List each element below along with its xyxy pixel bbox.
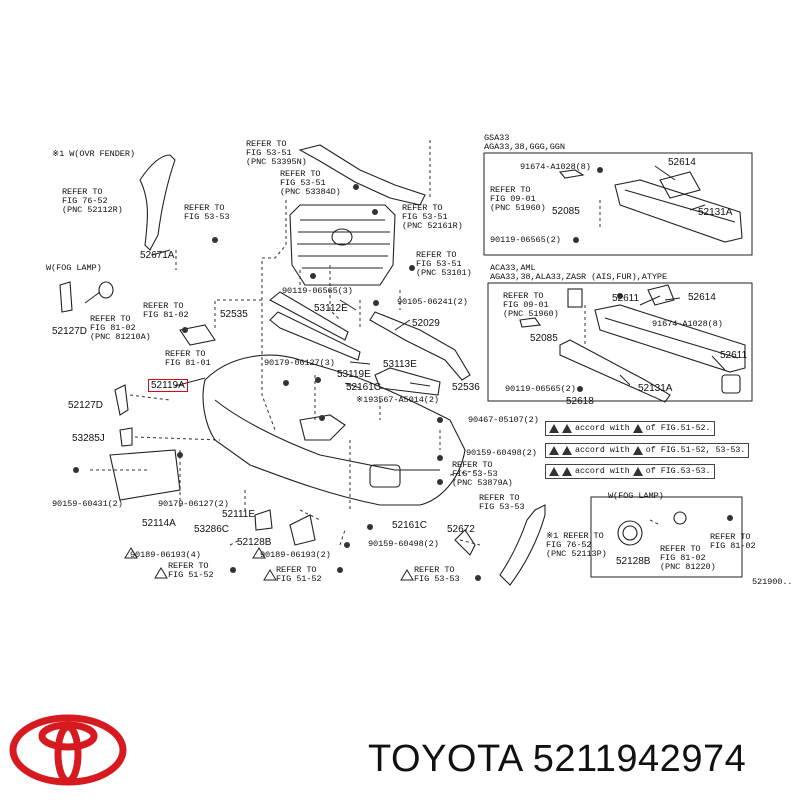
part-number: 53112E — [314, 303, 348, 314]
part-number: 90159-60498(2) — [466, 448, 537, 458]
refer-label: REFER TO FIG 81-02 (PNC 81210A) — [90, 314, 151, 342]
refer-label: ※1 REFER TO FIG 76-52 (PNC 52113P) — [546, 531, 607, 559]
part-number: 53286C — [194, 524, 230, 535]
part-number: 52536 — [452, 382, 480, 393]
refer-label: REFER TO FIG 51-52 — [168, 561, 214, 580]
refer-label: REFER TO FIG 53-53 — [414, 565, 460, 584]
part-number: 90189-06193(2) — [260, 550, 331, 560]
section-aca33: ACA33,AML AGA33,38,ALA33,ZASR (AIS,FUR),… — [490, 263, 667, 282]
note-ref: of FIG.51-52, 53-53. — [645, 446, 746, 455]
warning-triangle-icon — [632, 446, 643, 455]
sheet-code: 521900.. — [752, 577, 793, 587]
part-number: 52161C — [392, 520, 428, 531]
gsa33-box — [483, 152, 753, 256]
part-number: 90189-06193(4) — [130, 550, 201, 560]
part-number: 52127D — [68, 400, 104, 411]
part-number: 52618 — [566, 396, 594, 407]
warning-triangle-icon — [549, 467, 559, 476]
warning-triangle-icon — [562, 467, 572, 476]
refer-label: REFER TO FIG 53-53 — [184, 203, 230, 222]
section-fog-lamp-left: W(FOG LAMP) — [46, 263, 102, 273]
part-number: 52111E — [222, 509, 255, 520]
part-number: 52535 — [220, 309, 248, 320]
part-number: 52131A — [698, 207, 733, 218]
note-text: accord with — [575, 446, 630, 455]
part-number: 52161C — [346, 382, 382, 393]
part-number: 52611 — [720, 350, 748, 361]
part-number: 91674-A1028(8) — [520, 162, 591, 172]
part-number: 52085 — [530, 333, 558, 344]
refer-label: REFER TO FIG 53-51 (PNC 53384D) — [280, 169, 341, 197]
note-ref: of FIG.53-53. — [645, 467, 711, 476]
warning-triangle-icon — [562, 424, 572, 433]
fog-lamp-right-box — [590, 496, 743, 578]
refer-label: REFER TO FIG 51-52 — [276, 565, 322, 584]
part-number: 52131A — [638, 383, 673, 394]
warning-triangle-icon — [549, 446, 559, 455]
section-w-cvrfender: ※1 W(OVR FENDER) — [52, 149, 135, 159]
refer-label: REFER TO FIG 53-51 (PNC 53101) — [416, 250, 472, 278]
part-number: 90467-05107(2) — [468, 415, 539, 425]
part-number: 52614 — [688, 292, 716, 303]
refer-label: REFER TO FIG 09-01 (PNC 51960) — [503, 291, 559, 319]
note-ref: of FIG.51-52. — [645, 424, 711, 433]
part-number: 52671A — [140, 250, 175, 261]
part-number: 90119-06565(3) — [282, 286, 353, 296]
part-number: ※193567-A5014(2) — [356, 395, 439, 405]
part-number: 90119-06565(2) — [490, 235, 561, 245]
part-number: 91674-A1028(8) — [652, 319, 723, 329]
warning-triangle-icon — [549, 424, 559, 433]
refer-label: REFER TO FIG 81-02 — [143, 301, 189, 320]
refer-label: REFER TO FIG 81-01 — [165, 349, 211, 368]
part-number-title: 5211942974 — [532, 738, 747, 780]
part-number: 52127D — [52, 326, 88, 337]
note-text: accord with — [575, 467, 630, 476]
part-number: 52085 — [552, 206, 580, 217]
refer-label: REFER TO FIG 53-51 (PNC 52161R) — [402, 203, 463, 231]
refer-label: REFER TO FIG 81-02 (PNC 81220) — [660, 544, 716, 572]
part-number: 90105-06241(2) — [397, 297, 468, 307]
refer-label: REFER TO FIG 09-01 (PNC 51960) — [490, 185, 546, 213]
highlighted-part-52119a: 52119A — [148, 379, 188, 392]
part-number: 53285J — [72, 433, 105, 444]
warning-triangle-icon — [562, 446, 572, 455]
note-box: accord with of FIG.51-52, 53-53. — [545, 443, 750, 458]
section-gsa33: GSA33 AGA33,38,GGG,GGN — [484, 133, 565, 152]
section-fog-lamp-right: W(FOG LAMP) — [608, 491, 664, 501]
part-number: 90159-60498(2) — [368, 539, 439, 549]
part-number: 90159-60431(2) — [52, 499, 123, 509]
refer-label: REFER TO FIG 53-51 (PNC 53395N) — [246, 139, 307, 167]
part-number: 53119E — [337, 369, 371, 380]
part-number: 52114A — [142, 518, 176, 529]
part-number: 52614 — [668, 157, 696, 168]
refer-label: REFER TO FIG 53-53 — [479, 493, 525, 512]
note-box: accord with of FIG.53-53. — [545, 464, 715, 479]
part-number: 52029 — [412, 318, 440, 329]
refer-label: REFER TO FIG 76-52 (PNC 52112R) — [62, 187, 123, 215]
part-number: 90179-06127(3) — [264, 358, 335, 368]
refer-label: REFER TO FIG 53-53 (PNC 53879A) — [452, 460, 513, 488]
warning-triangle-icon — [632, 467, 643, 476]
part-number: 52611 — [612, 293, 640, 304]
note-text: accord with — [575, 424, 630, 433]
warning-triangle-icon — [632, 424, 643, 433]
part-number: 52672 — [447, 524, 475, 535]
brand-name: TOYOTA — [368, 738, 522, 780]
brand-line: TOYOTA 5211942974 — [368, 738, 746, 781]
part-number: 90119-06565(2) — [505, 384, 576, 394]
part-number: 52128B — [616, 556, 651, 567]
refer-label: REFER TO FIG 81-02 — [710, 532, 756, 551]
part-number: 52128B — [237, 537, 272, 548]
part-number: 53113E — [383, 359, 417, 370]
note-box: accord with of FIG.51-52. — [545, 421, 715, 436]
aca33-box — [487, 282, 753, 402]
part-number: 90179-06127(2) — [158, 499, 229, 509]
toyota-logo-icon — [9, 714, 127, 786]
